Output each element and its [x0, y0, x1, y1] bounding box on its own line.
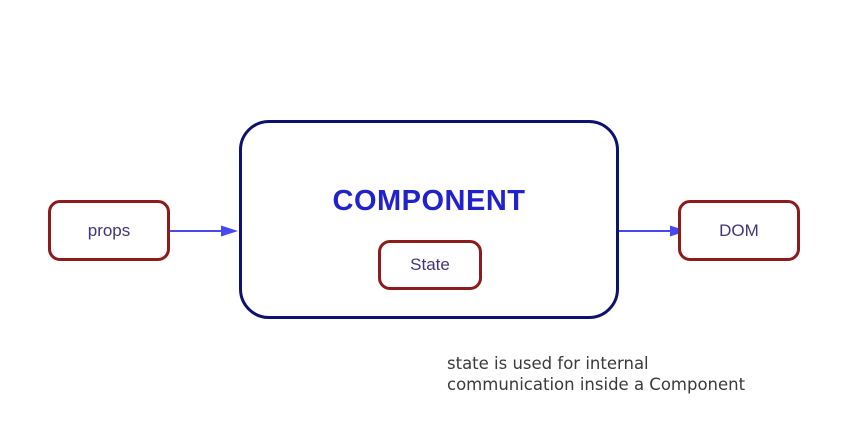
caption-line-2: communication inside a Component [447, 375, 746, 394]
component-box-title: COMPONENT [332, 185, 526, 217]
state-box: State [378, 240, 482, 290]
dom-box-label: DOM [719, 220, 759, 240]
arrow-props-to-component-icon [170, 225, 238, 237]
caption: state is used for internal communication… [447, 353, 745, 395]
component-box: COMPONENT [239, 120, 619, 319]
props-box: props [48, 200, 170, 261]
state-box-label: State [410, 255, 450, 274]
props-box-label: props [87, 220, 131, 240]
caption-line-1: state is used for internal [447, 354, 649, 373]
dom-box: DOM [678, 200, 800, 261]
arrow-component-to-dom-icon [619, 225, 687, 237]
